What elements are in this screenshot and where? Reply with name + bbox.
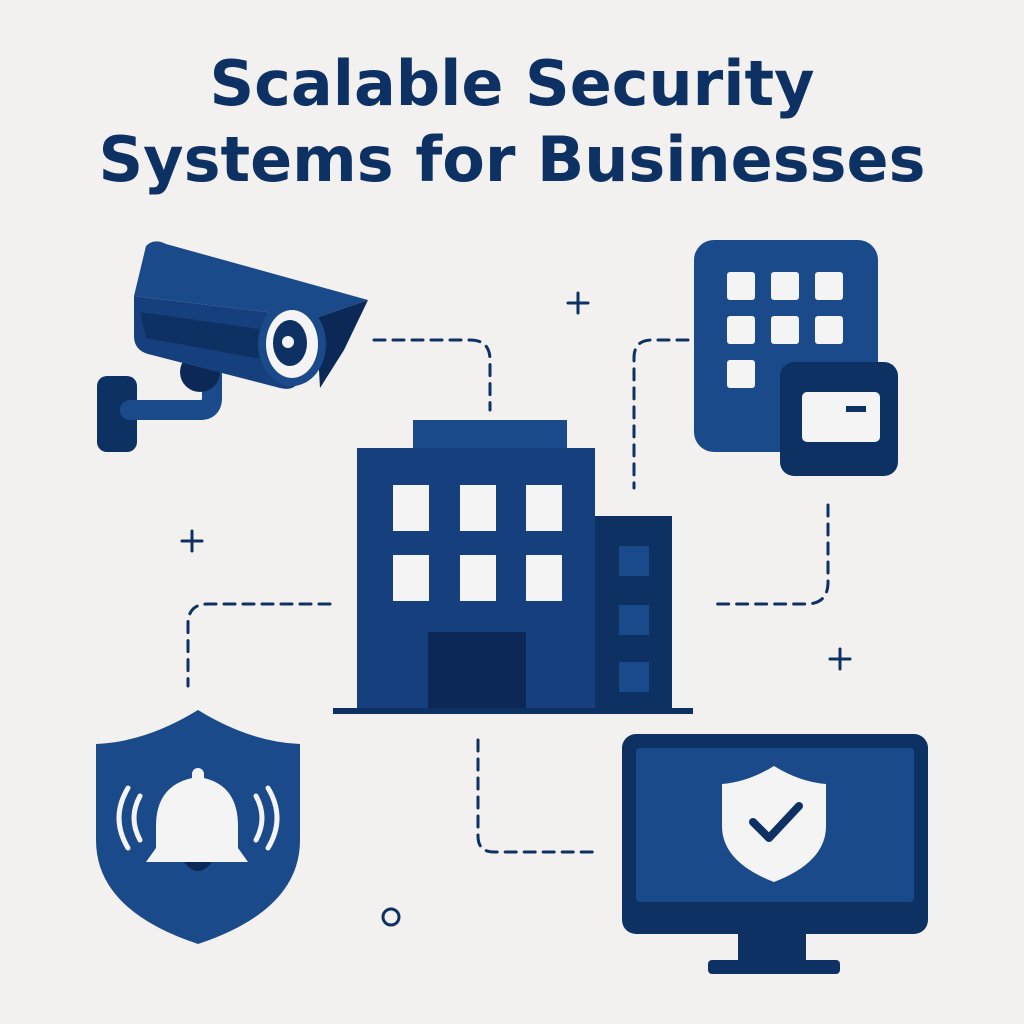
plus-mark-icon — [566, 291, 590, 315]
plus-mark-icon — [180, 529, 204, 553]
keypad-access-panel-icon — [694, 240, 898, 476]
circle-mark-icon — [381, 907, 401, 927]
office-building-icon — [333, 420, 693, 714]
connector-lines — [186, 338, 830, 854]
security-camera-icon — [97, 241, 368, 452]
building-windows — [393, 485, 562, 601]
monitor-shield-check-icon — [622, 734, 928, 974]
keypad-buttons — [727, 272, 843, 388]
connector-alarm-building — [186, 602, 332, 688]
building-door — [428, 632, 526, 710]
title-line-1: Scalable Security — [209, 47, 815, 120]
alarm-bell-shield-icon — [96, 710, 300, 944]
connector-keypad-building — [632, 338, 690, 490]
title-line-2: Systems for Businesses — [98, 123, 926, 196]
connector-keypad-right — [714, 503, 830, 606]
shield-check-icon — [722, 766, 826, 882]
connector-building-monitor — [476, 738, 602, 854]
decorative-marks — [180, 291, 852, 927]
connector-camera-building — [372, 338, 492, 412]
plus-mark-icon — [828, 647, 852, 671]
bell-icon — [146, 768, 248, 871]
page-title: Scalable Security Systems for Businesses — [0, 46, 1024, 198]
sound-waves-icon — [116, 785, 280, 851]
